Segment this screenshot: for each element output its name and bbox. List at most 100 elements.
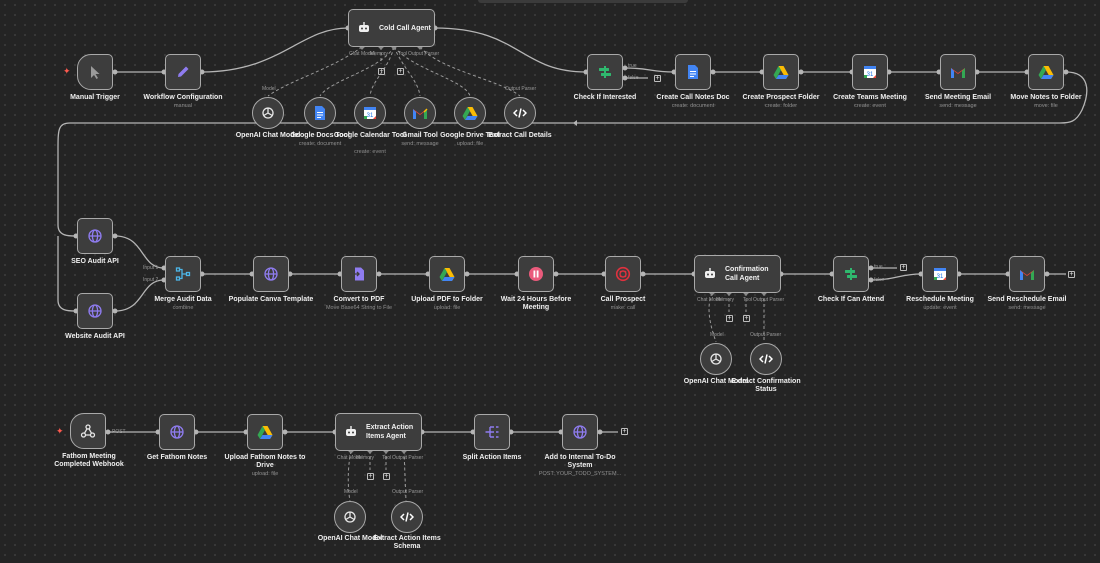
google-drive-tool-node[interactable] [454, 97, 486, 129]
extract-call-details-node[interactable] [504, 97, 536, 129]
port-chat-model: Chat Model [349, 51, 375, 57]
workflow-configuration-sub: manual [173, 103, 193, 109]
google-docs-icon [686, 64, 700, 80]
add-memory-button-3[interactable]: + [367, 473, 374, 480]
pencil-icon [175, 64, 191, 80]
webhook-bolt-icon: ✦ [56, 426, 64, 436]
convert-to-pdf-label: Convert to PDF [333, 296, 385, 303]
add-true-branch-button[interactable]: + [900, 264, 907, 271]
file-convert-icon [351, 266, 367, 282]
split-action-items-label: Split Action Items [462, 454, 522, 461]
send-reschedule-email-node[interactable] [1009, 256, 1045, 292]
google-drive-icon [773, 65, 789, 79]
create-call-notes-doc-sub: create: document [671, 103, 715, 109]
extract-confirmation-status-node[interactable] [750, 343, 782, 375]
call-prospect-node[interactable] [605, 256, 641, 292]
workflow-configuration-node[interactable] [165, 54, 201, 90]
create-prospect-folder-label: Create Prospect Folder [742, 94, 820, 101]
confirmation-call-agent-title: Confirmation Call Agent [725, 266, 769, 282]
send-meeting-email-label: Send Meeting Email [924, 94, 992, 101]
add-to-todo-label: Add to Internal To-Do System [544, 454, 616, 469]
google-calendar-tool-node[interactable]: 31 [354, 97, 386, 129]
canvas-top-handle[interactable] [478, 0, 688, 3]
gmail-tool-node[interactable] [404, 97, 436, 129]
fathom-webhook-node[interactable] [70, 413, 106, 449]
openai-chat-model-2-node[interactable] [700, 343, 732, 375]
upload-fathom-notes-node[interactable] [247, 414, 283, 450]
reschedule-meeting-node[interactable]: 31 [922, 256, 958, 292]
call-prospect-sub: make: call [610, 305, 636, 311]
get-fathom-notes-node[interactable] [159, 414, 195, 450]
trigger-bolt-icon: ✦ [63, 66, 71, 76]
upload-pdf-to-folder-node[interactable] [429, 256, 465, 292]
move-notes-to-folder-node[interactable] [1028, 54, 1064, 90]
openai-chat-model-3-node[interactable] [334, 501, 366, 533]
seo-audit-api-node[interactable] [77, 218, 113, 254]
google-drive-icon [257, 425, 273, 439]
port-output-parser-2: Output Parser [753, 297, 785, 303]
add-memory-button-2[interactable]: + [726, 315, 733, 322]
convert-to-pdf-node[interactable] [341, 256, 377, 292]
merge-icon [175, 266, 191, 282]
openai-icon [708, 351, 724, 367]
gmail-icon [412, 107, 428, 120]
create-teams-meeting-label: Create Teams Meeting [833, 94, 907, 101]
openai-chat-model-label: OpenAI Chat Model [235, 132, 301, 139]
google-drive-tool-label: Google Drive Tool [440, 132, 500, 139]
call-prospect-label: Call Prospect [600, 296, 646, 303]
port-output-parser-3: Output Parser [392, 455, 424, 461]
globe-icon [572, 424, 588, 440]
check-attend-false-label: false [874, 277, 885, 283]
google-docs-tool-sub: create: document [298, 141, 342, 147]
check-if-interested-node[interactable] [587, 54, 623, 90]
check-if-can-attend-node[interactable] [833, 256, 869, 292]
split-action-items-node[interactable] [474, 414, 510, 450]
populate-canva-template-label: Populate Canva Template [228, 296, 314, 303]
add-next-node-button-3[interactable]: + [621, 428, 628, 435]
send-meeting-email-node[interactable] [940, 54, 976, 90]
cursor-icon [87, 64, 103, 80]
send-reschedule-email-sub: send: message [1008, 305, 1046, 311]
gmail-icon [1019, 268, 1035, 281]
merge-audit-data-node[interactable] [165, 256, 201, 292]
upload-pdf-to-folder-sub: upload: file [433, 305, 461, 311]
add-memory-button[interactable]: + [378, 68, 385, 75]
branch-icon [843, 266, 859, 282]
phone-icon [615, 266, 631, 282]
openai-icon [260, 105, 276, 121]
cold-call-agent-node[interactable]: Cold Call Agent [348, 9, 435, 47]
globe-icon [263, 266, 279, 282]
add-tool-button[interactable]: + [397, 68, 404, 75]
wait-24-hours-node[interactable] [518, 256, 554, 292]
confirmation-call-agent-node[interactable]: Confirmation Call Agent [694, 255, 781, 293]
port-memory-3: Memory [356, 455, 375, 461]
get-fathom-notes-label: Get Fathom Notes [146, 454, 208, 461]
openai-chat-model-node[interactable] [252, 97, 284, 129]
extract-action-items-schema-node[interactable] [391, 501, 423, 533]
add-false-branch-button[interactable]: + [654, 75, 661, 82]
manual-trigger-label: Manual Trigger [70, 94, 120, 101]
upload-pdf-to-folder-label: Upload PDF to Folder [411, 296, 483, 303]
check-if-can-attend-label: Check If Can Attend [817, 296, 885, 303]
populate-canva-template-node[interactable] [253, 256, 289, 292]
google-docs-tool-node[interactable] [304, 97, 336, 129]
reschedule-meeting-label: Reschedule Meeting [906, 296, 974, 303]
create-prospect-folder-node[interactable] [763, 54, 799, 90]
create-prospect-folder-sub: create: folder [764, 103, 798, 109]
website-audit-api-node[interactable] [77, 293, 113, 329]
create-teams-meeting-node[interactable]: 31 [852, 54, 888, 90]
openai2-port-label: Model [710, 332, 724, 338]
extract-action-items-agent-node[interactable]: Extract Action Items Agent [335, 413, 422, 451]
create-call-notes-doc-node[interactable] [675, 54, 711, 90]
create-call-notes-doc-label: Create Call Notes Doc [656, 94, 730, 101]
manual-trigger-node[interactable] [77, 54, 113, 90]
add-tool-button-3[interactable]: + [383, 473, 390, 480]
google-calendar-icon: 31 [362, 105, 378, 121]
pause-icon [528, 266, 544, 282]
add-tool-button-2[interactable]: + [743, 315, 750, 322]
check-if-interested-label: Check If Interested [573, 94, 637, 101]
seo-audit-api-label: SEO Audit API [71, 258, 119, 265]
add-to-todo-node[interactable] [562, 414, 598, 450]
add-next-node-button[interactable]: + [1068, 271, 1075, 278]
openai-port-label: Model [262, 86, 276, 92]
